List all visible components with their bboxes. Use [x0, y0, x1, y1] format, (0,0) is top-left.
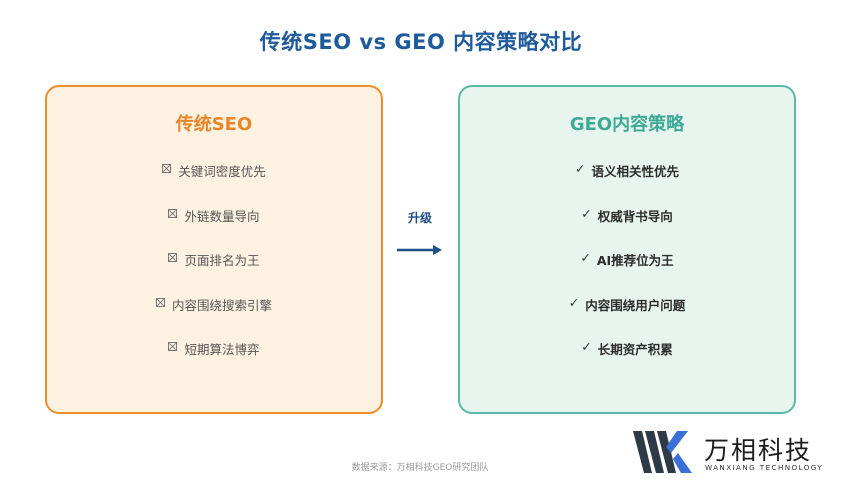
checkbox-crossed-icon [168, 253, 178, 262]
list-item-label: 内容围绕用户问题 [585, 297, 686, 313]
list-item: ✓ 内容围绕用户问题 [460, 295, 794, 340]
traditional-seo-card: 传统SEO 关键词密度优先 外链数量导向 页面排名为王 内容围绕搜索引擎 短期算… [45, 85, 383, 414]
list-item-label: 语义相关性优先 [591, 164, 679, 179]
list-item: 关键词密度优先 [47, 161, 381, 206]
page-title: 传统SEO vs GEO 内容策略对比 [259, 30, 583, 54]
wx-logo-mark-icon [633, 431, 692, 473]
list-item: ✓ AI推荐位为王 [460, 250, 794, 295]
data-source-note: 数据来源：万相科技GEO研究团队 [351, 463, 489, 473]
list-item: 外链数量导向 [47, 206, 381, 251]
company-logo: 万相科技 WANXIANG TECHNOLOGY [633, 431, 825, 477]
list-item: 短期算法博弈 [47, 339, 381, 384]
check-icon: ✓ [581, 339, 592, 354]
list-item-label: 内容围绕搜索引擎 [171, 297, 272, 313]
list-item-label: 页面排名为王 [184, 253, 260, 268]
upgrade-label: 升级 [407, 211, 432, 225]
list-item-label: 短期算法博弈 [184, 342, 260, 357]
list-item-label: 关键词密度优先 [178, 164, 266, 179]
check-icon: ✓ [575, 161, 586, 176]
geo-strategy-card: GEO内容策略 ✓ 语义相关性优先 ✓ 权威背书导向 ✓ AI推荐位为王 ✓ 内… [458, 85, 796, 414]
arrow-right-icon [397, 245, 442, 255]
checkbox-crossed-icon [168, 208, 178, 218]
list-item: 内容围绕搜索引擎 [47, 295, 381, 340]
list-item: ✓ 长期资产积累 [460, 339, 794, 384]
list-item-label: AI推荐位为王 [596, 253, 674, 268]
checkbox-crossed-icon [162, 164, 172, 173]
list-item-label: 外链数量导向 [184, 208, 260, 224]
traditional-seo-title: 传统SEO [175, 114, 253, 135]
traditional-seo-list: 关键词密度优先 外链数量导向 页面排名为王 内容围绕搜索引擎 短期算法博弈 [47, 161, 381, 384]
list-item: ✓ 权威背书导向 [460, 206, 794, 251]
geo-strategy-title: GEO内容策略 [569, 114, 685, 135]
check-icon: ✓ [580, 250, 591, 265]
geo-strategy-list: ✓ 语义相关性优先 ✓ 权威背书导向 ✓ AI推荐位为王 ✓ 内容围绕用户问题 … [460, 161, 794, 384]
list-item: ✓ 语义相关性优先 [460, 161, 794, 206]
company-name: 万相科技 [704, 436, 813, 465]
list-item-label: 长期资产积累 [597, 342, 673, 357]
checkbox-crossed-icon [168, 342, 178, 351]
company-english-name: WANXIANG TECHNOLOGY [705, 463, 824, 472]
list-item: 页面排名为王 [47, 250, 381, 295]
check-icon: ✓ [581, 205, 592, 221]
list-item-label: 权威背书导向 [597, 208, 673, 224]
checkbox-crossed-icon [155, 297, 165, 307]
check-icon: ✓ [568, 294, 580, 310]
